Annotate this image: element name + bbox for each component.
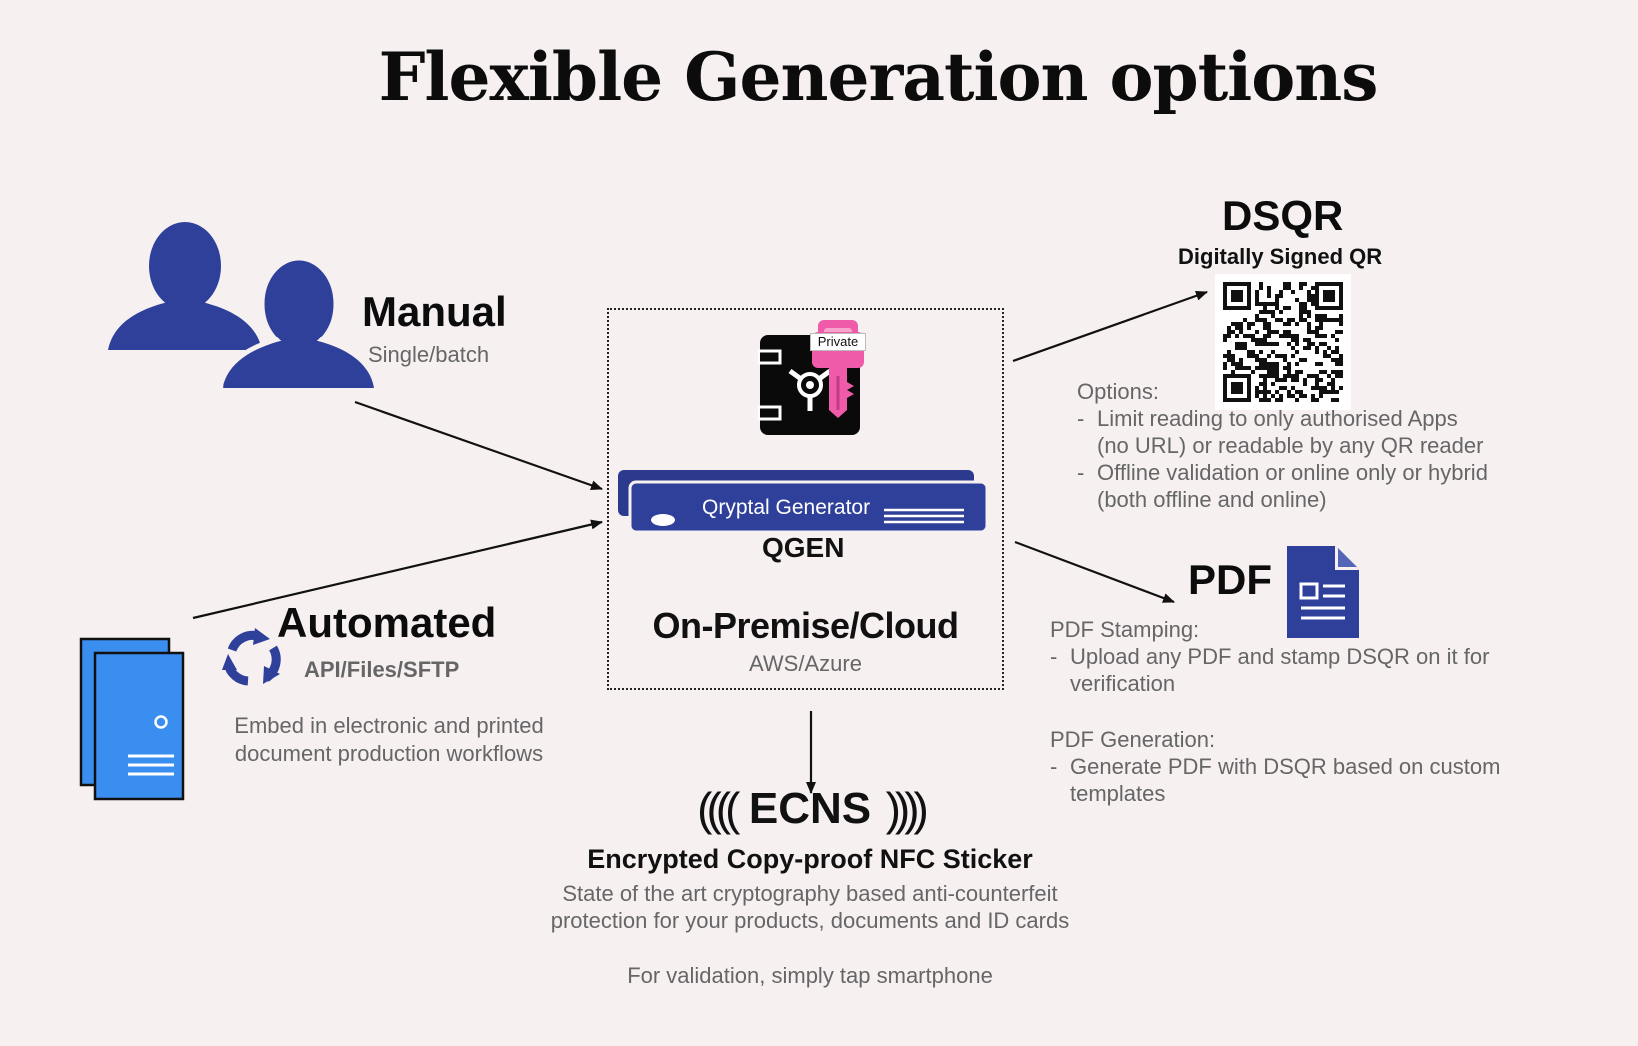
automated-description: Embed in electronic and printed document… — [200, 712, 578, 768]
arrow-qgen-to-pdf — [1014, 540, 1175, 604]
arrow-manual-to-qgen — [354, 400, 603, 491]
pdf-stamping-item: Upload any PDF and stamp DSQR on it for … — [1050, 643, 1489, 697]
document-icon — [1287, 546, 1359, 638]
pdf-generation-title: PDF Generation: — [1050, 727, 1216, 752]
pdf-stamping: PDF Stamping: Upload any PDF and stamp D… — [1050, 616, 1489, 697]
nfc-wave-right-icon: )))) — [885, 783, 929, 835]
automated-heading: Automated — [277, 599, 497, 646]
pdf-stamping-line: Upload any PDF and stamp DSQR on it for — [1070, 644, 1490, 669]
pdf-generation: PDF Generation: Generate PDF with DSQR b… — [1050, 726, 1500, 807]
pdf-generation-line: templates — [1070, 781, 1166, 806]
pdf-heading: PDF — [1188, 556, 1272, 603]
dsqr-option-line: (both offline and online) — [1097, 487, 1327, 512]
manual-heading: Manual — [362, 288, 507, 335]
providers-label: AWS/Azure — [749, 651, 862, 676]
sync-icon — [222, 628, 281, 686]
ecns-description-line: State of the art cryptography based anti… — [562, 881, 1058, 906]
arrow-automated-to-qgen — [192, 519, 603, 620]
qgen-container — [607, 308, 1004, 690]
ecns-description-line: protection for your products, documents … — [550, 908, 1070, 933]
qgen-label: QGEN — [762, 532, 845, 563]
qr-code-icon — [1215, 274, 1351, 410]
ecns-heading: ECNS — [748, 784, 872, 833]
automated-description-line: document production workflows — [234, 741, 544, 766]
dsqr-option-item: Offline validation or online only or hyb… — [1077, 459, 1488, 513]
pdf-stamping-title: PDF Stamping: — [1050, 617, 1200, 642]
server-stack-icon — [79, 637, 185, 801]
deployment-label: On-Premise/Cloud — [652, 605, 959, 646]
page-title: Flexible Generation options — [378, 38, 1379, 116]
server-label: Qryptal Generator — [702, 496, 871, 519]
private-key-label: Private — [810, 333, 866, 351]
dsqr-options-title: Options: — [1077, 379, 1159, 404]
pdf-generation-line: Generate PDF with DSQR based on custom — [1070, 754, 1501, 779]
rack-server-icon — [618, 470, 989, 534]
dsqr-heading: DSQR — [1222, 192, 1344, 239]
automated-subheading: API/Files/SFTP — [304, 657, 460, 682]
dsqr-options: Options: Limit reading to only authorise… — [1077, 378, 1488, 513]
dsqr-option-item: Limit reading to only authorised Apps (n… — [1077, 405, 1488, 459]
nfc-wave-left-icon: (((( — [697, 783, 740, 835]
automated-description-line: Embed in electronic and printed — [234, 713, 544, 738]
arrow-qgen-to-dsqr — [1012, 290, 1208, 363]
pdf-stamping-line: verification — [1070, 671, 1176, 696]
ecns-title-row: (((( ECNS )))) — [560, 782, 1060, 836]
ecns-footer: For validation, simply tap smartphone — [627, 963, 993, 988]
dsqr-option-line: (no URL) or readable by any QR reader — [1097, 433, 1484, 458]
dsqr-subheading: Digitally Signed QR — [1178, 244, 1383, 269]
dsqr-option-line: Offline validation or online only or hyb… — [1097, 460, 1488, 485]
dsqr-option-line: Limit reading to only authorised Apps — [1097, 406, 1458, 431]
ecns-description: State of the art cryptography based anti… — [470, 880, 1150, 934]
users-icon — [108, 222, 379, 390]
pdf-generation-item: Generate PDF with DSQR based on custom t… — [1050, 753, 1500, 807]
manual-subheading: Single/batch — [368, 342, 490, 367]
ecns-subheading: Encrypted Copy-proof NFC Sticker — [587, 844, 1033, 874]
